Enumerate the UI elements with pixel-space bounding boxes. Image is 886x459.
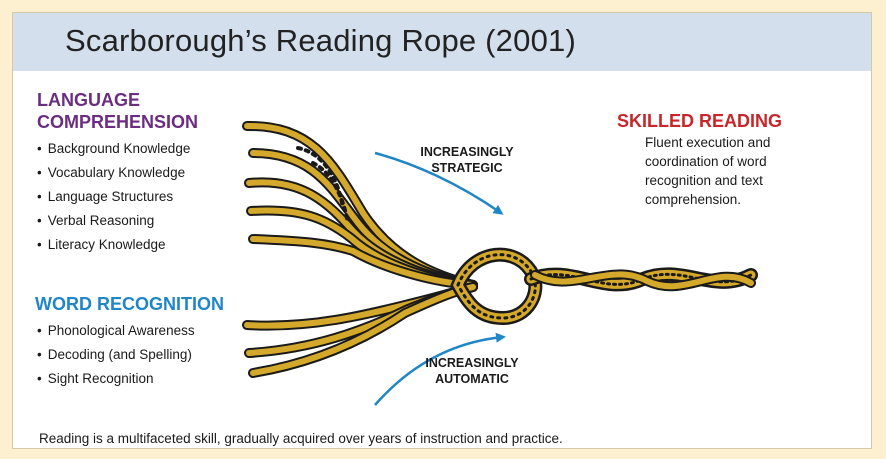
list-item: Phonological Awareness <box>37 319 195 343</box>
list-item: Sight Recognition <box>37 367 195 391</box>
list-item: Vocabulary Knowledge <box>37 161 190 185</box>
list-item: Background Knowledge <box>37 137 191 161</box>
language-strand-list: Background Knowledge Vocabulary Knowledg… <box>37 137 191 257</box>
strategic-arrow <box>374 151 504 215</box>
list-item: Decoding (and Spelling) <box>37 343 195 367</box>
rope-loop <box>450 247 543 326</box>
automatic-arrow <box>374 332 506 406</box>
list-item: Literacy Knowledge <box>37 233 190 257</box>
final-rope <box>524 267 758 292</box>
word-recognition-heading: WORD RECOGNITION <box>35 294 224 314</box>
list-item: Verbal Reasoning <box>37 209 190 233</box>
language-strands <box>242 120 478 290</box>
reading-rope-illustration <box>242 120 758 406</box>
page-title: Scarborough’s Reading Rope (2001) <box>65 23 576 58</box>
language-comprehension-heading: LANGUAGE COMPREHENSION <box>37 90 199 132</box>
diagram-card: Scarborough’s Reading Rope (2001) <box>12 12 872 449</box>
word-recognition-strand-list: Phonological Awareness Decoding (and Spe… <box>37 319 195 391</box>
title-bar: Scarborough’s Reading Rope (2001) <box>13 13 871 71</box>
word-recognition-strands <box>242 282 478 378</box>
caption: Reading is a multifaceted skill, gradual… <box>39 431 563 446</box>
skilled-reading-description: Fluent execution and coordination of wor… <box>645 135 771 207</box>
skilled-reading-heading: SKILLED READING <box>617 111 783 131</box>
list-item: Language Structures <box>37 185 190 209</box>
automatic-label: INCREASINGLY AUTOMATIC <box>425 356 519 386</box>
strategic-label: INCREASINGLY STRATEGIC <box>420 145 514 175</box>
